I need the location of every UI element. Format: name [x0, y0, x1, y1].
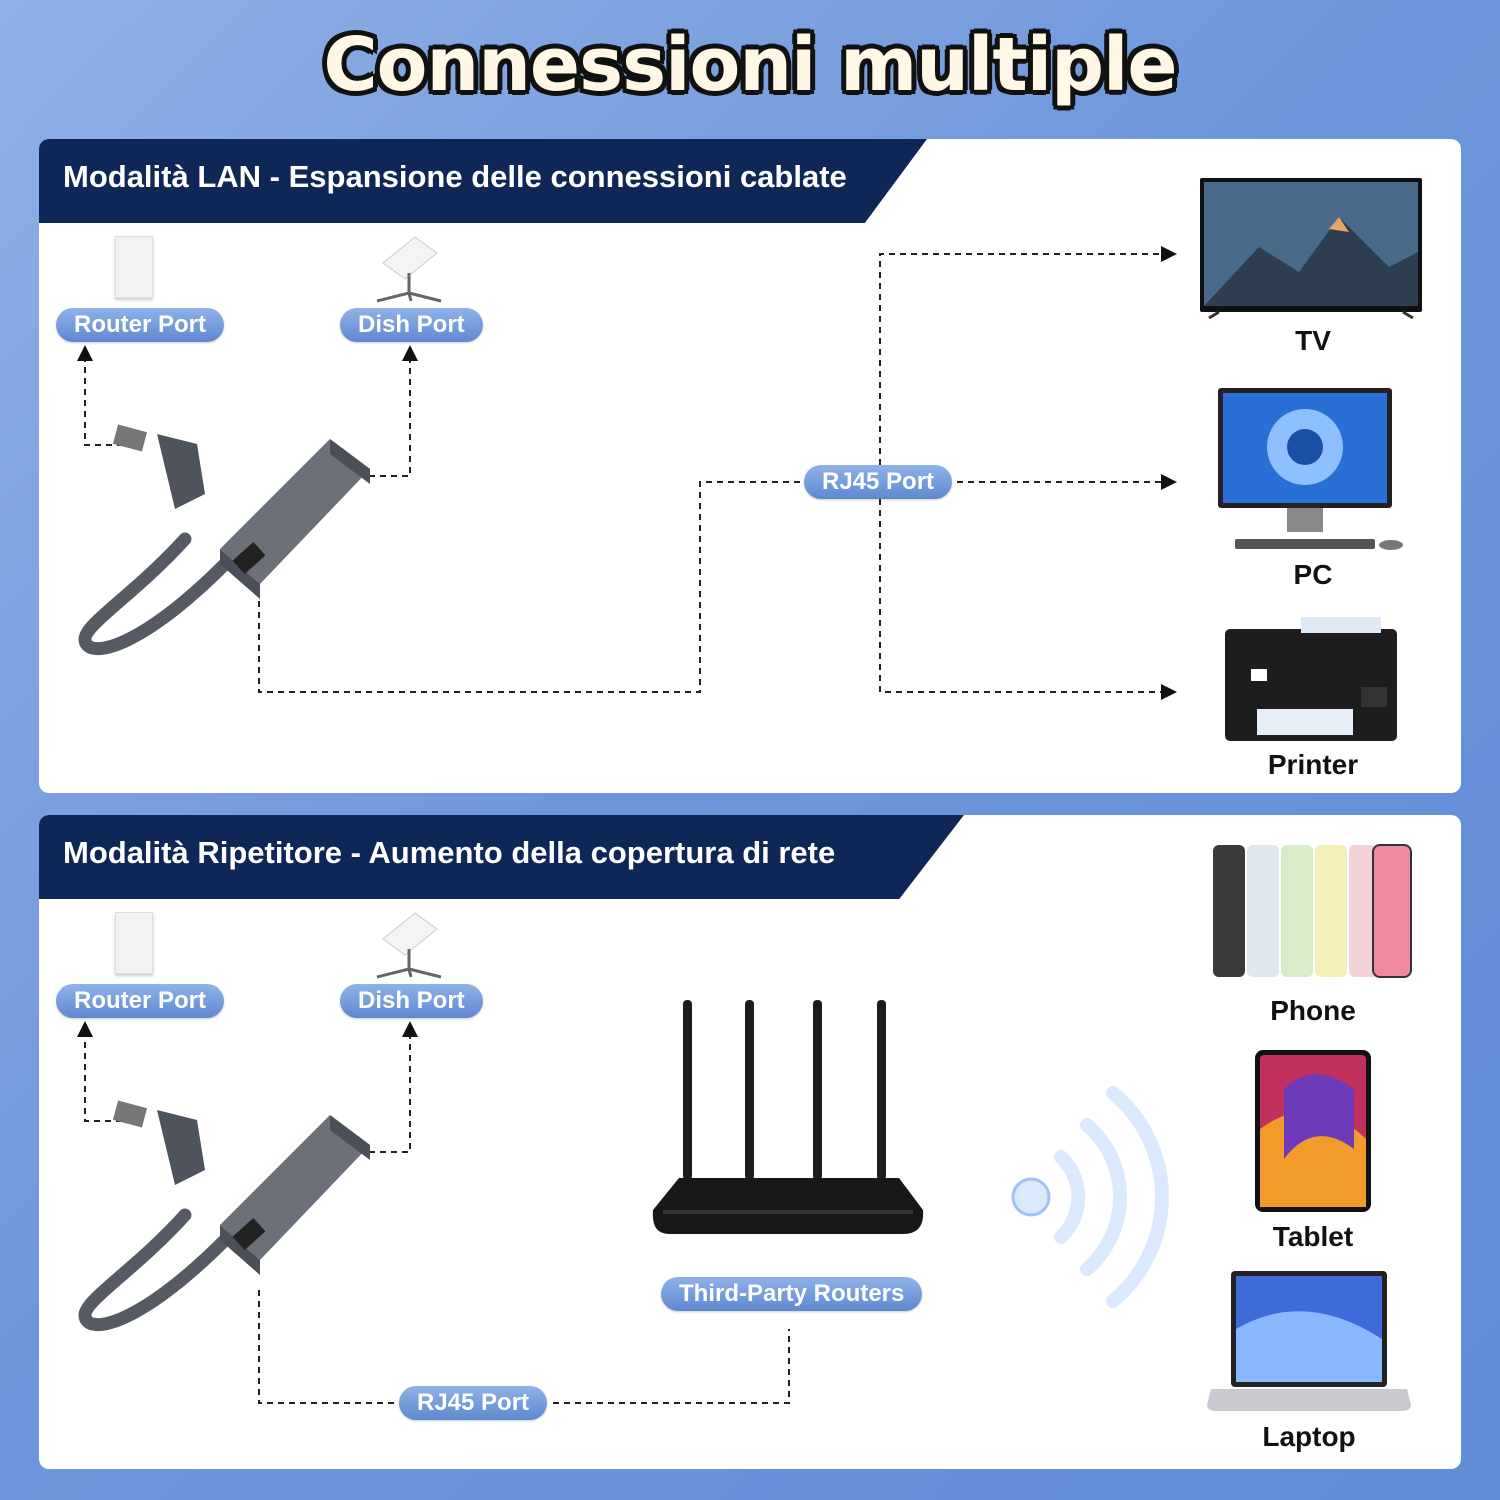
repeater-mode-banner: Modalità Ripetitore - Aumento della cope…	[39, 815, 964, 899]
phone-label: Phone	[1270, 995, 1356, 1026]
ethernet-adapter-image	[78, 424, 370, 656]
repeater-mode-panel: Modalità Ripetitore - Aumento della cope…	[39, 815, 1461, 1469]
tablet-icon	[1255, 1050, 1371, 1212]
lan-mode-panel: Modalità LAN - Espansione delle connessi…	[39, 139, 1461, 793]
rj45-port-label: RJ45 Port	[399, 1386, 548, 1420]
tv-icon	[1200, 178, 1422, 319]
satellite-dish-icon	[376, 236, 442, 303]
pc-label: PC	[1293, 559, 1333, 590]
third-party-routers-label: Third-Party Routers	[661, 1277, 923, 1311]
phone-icon	[1213, 844, 1412, 978]
ethernet-adapter-image	[78, 1100, 370, 1332]
repeater-mode-heading: Modalità Ripetitore - Aumento della cope…	[63, 835, 836, 870]
lan-mode-heading: Modalità LAN - Espansione delle connessi…	[63, 159, 847, 194]
dish-port-label: Dish Port	[340, 984, 483, 1018]
laptop-icon	[1207, 1271, 1411, 1411]
wall-router-icon	[115, 236, 153, 298]
pc-icon	[1218, 388, 1403, 550]
wall-router-icon	[115, 912, 153, 974]
dish-port-label: Dish Port	[340, 308, 483, 342]
tablet-label: Tablet	[1272, 1221, 1354, 1252]
router-port-label: Router Port	[56, 308, 224, 342]
repeater-connection-lines	[77, 1021, 790, 1404]
printer-icon	[1225, 617, 1397, 741]
satellite-dish-icon	[376, 912, 442, 979]
router-port-label: Router Port	[56, 984, 224, 1018]
laptop-label: Laptop	[1262, 1421, 1356, 1452]
page-title: Connessioni multiple	[323, 22, 1177, 108]
wifi-signal-icon	[1011, 1086, 1169, 1308]
tv-label: TV	[1295, 325, 1331, 356]
printer-label: Printer	[1267, 749, 1359, 780]
lan-mode-banner: Modalità LAN - Espansione delle connessi…	[39, 139, 927, 223]
router-icon	[652, 1000, 924, 1234]
rj45-port-label: RJ45 Port	[804, 465, 953, 499]
